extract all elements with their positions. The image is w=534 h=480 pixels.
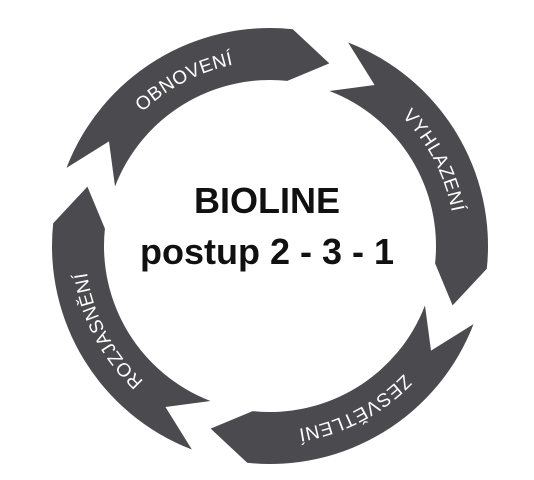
ring-segment-rozjasneni <box>51 186 211 450</box>
ring-segment-obnoveni <box>66 27 330 187</box>
ring-segment-vyhlazeni <box>329 42 489 306</box>
ring-segment-zesvetleni <box>210 305 474 465</box>
diagram-title: BIOLINE <box>193 180 340 221</box>
diagram-subtitle: postup 2 - 3 - 1 <box>139 231 395 272</box>
